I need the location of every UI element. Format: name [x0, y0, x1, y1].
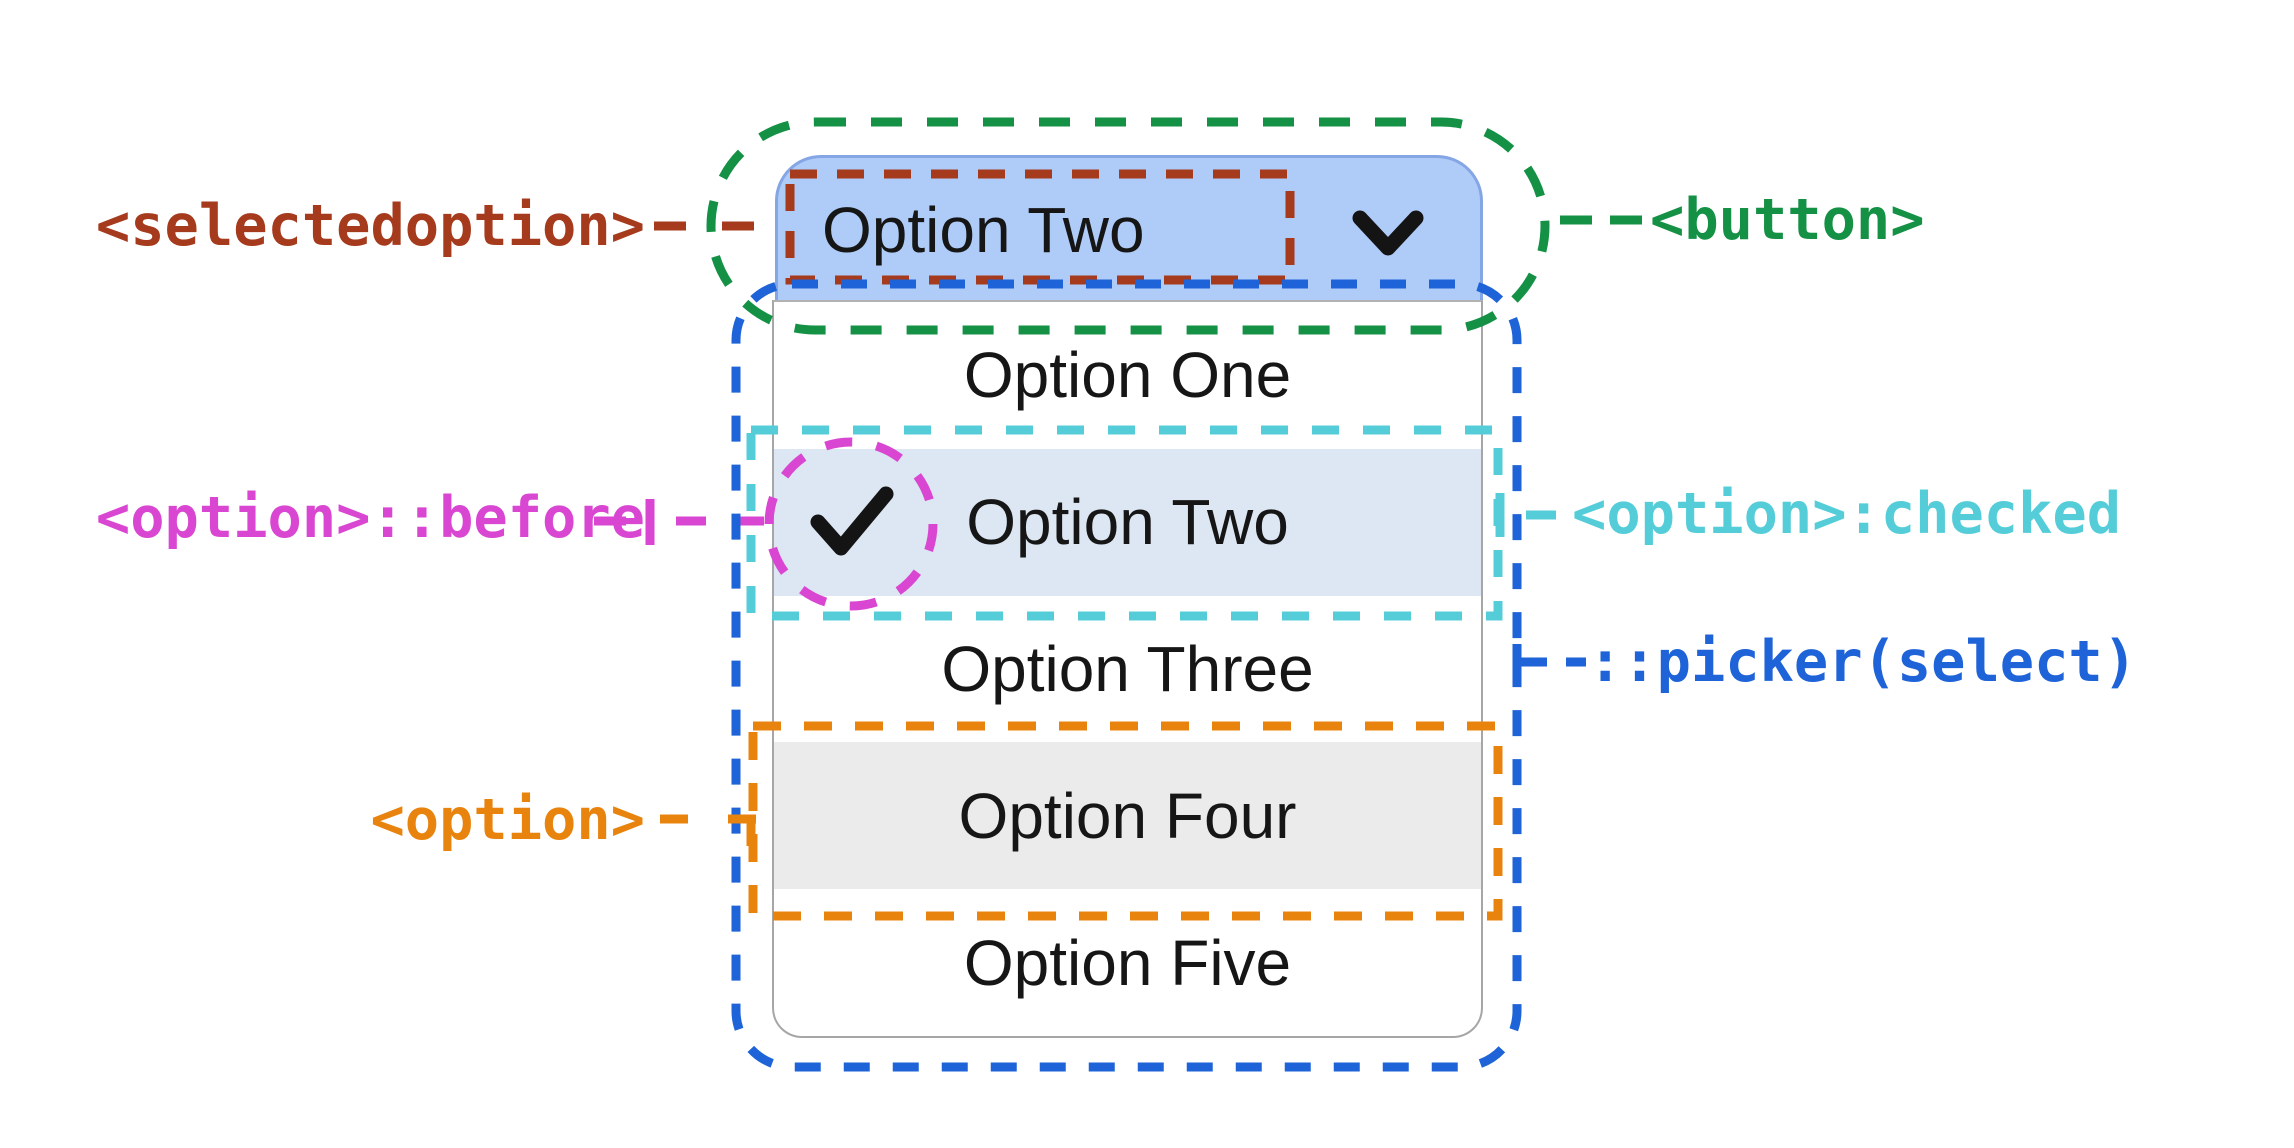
option-label: Option Two: [966, 486, 1289, 559]
annotation-label-picker-select: ::picker(select): [1588, 629, 2138, 695]
option-row-two-checked[interactable]: Option Two: [774, 448, 1481, 596]
option-label: Option One: [963, 339, 1292, 412]
select-button[interactable]: Option Two: [775, 155, 1483, 302]
annotation-label-option: <option>: [370, 787, 645, 853]
option-row-four[interactable]: Option Four: [774, 742, 1481, 890]
option-row-three[interactable]: Option Three: [774, 596, 1481, 743]
chevron-down-icon: [1352, 210, 1424, 256]
selected-option-text: Option Two: [822, 194, 1145, 266]
option-label: Option Five: [963, 926, 1292, 999]
option-label: Option Four: [958, 779, 1297, 852]
check-icon: [810, 486, 894, 556]
option-row-one[interactable]: Option One: [774, 302, 1481, 449]
annotation-label-option-checked: <option>:checked: [1572, 481, 2122, 547]
annotation-label-option-before: <option>::before: [95, 485, 645, 551]
annotation-label-button: <button>: [1650, 187, 1925, 253]
annotation-label-selectedoption: <selectedoption>: [95, 193, 645, 259]
select-picker-dropdown: Option One Option Two Option Three Optio…: [772, 300, 1483, 1038]
option-label: Option Three: [941, 632, 1314, 705]
option-row-five[interactable]: Option Five: [774, 889, 1481, 1036]
